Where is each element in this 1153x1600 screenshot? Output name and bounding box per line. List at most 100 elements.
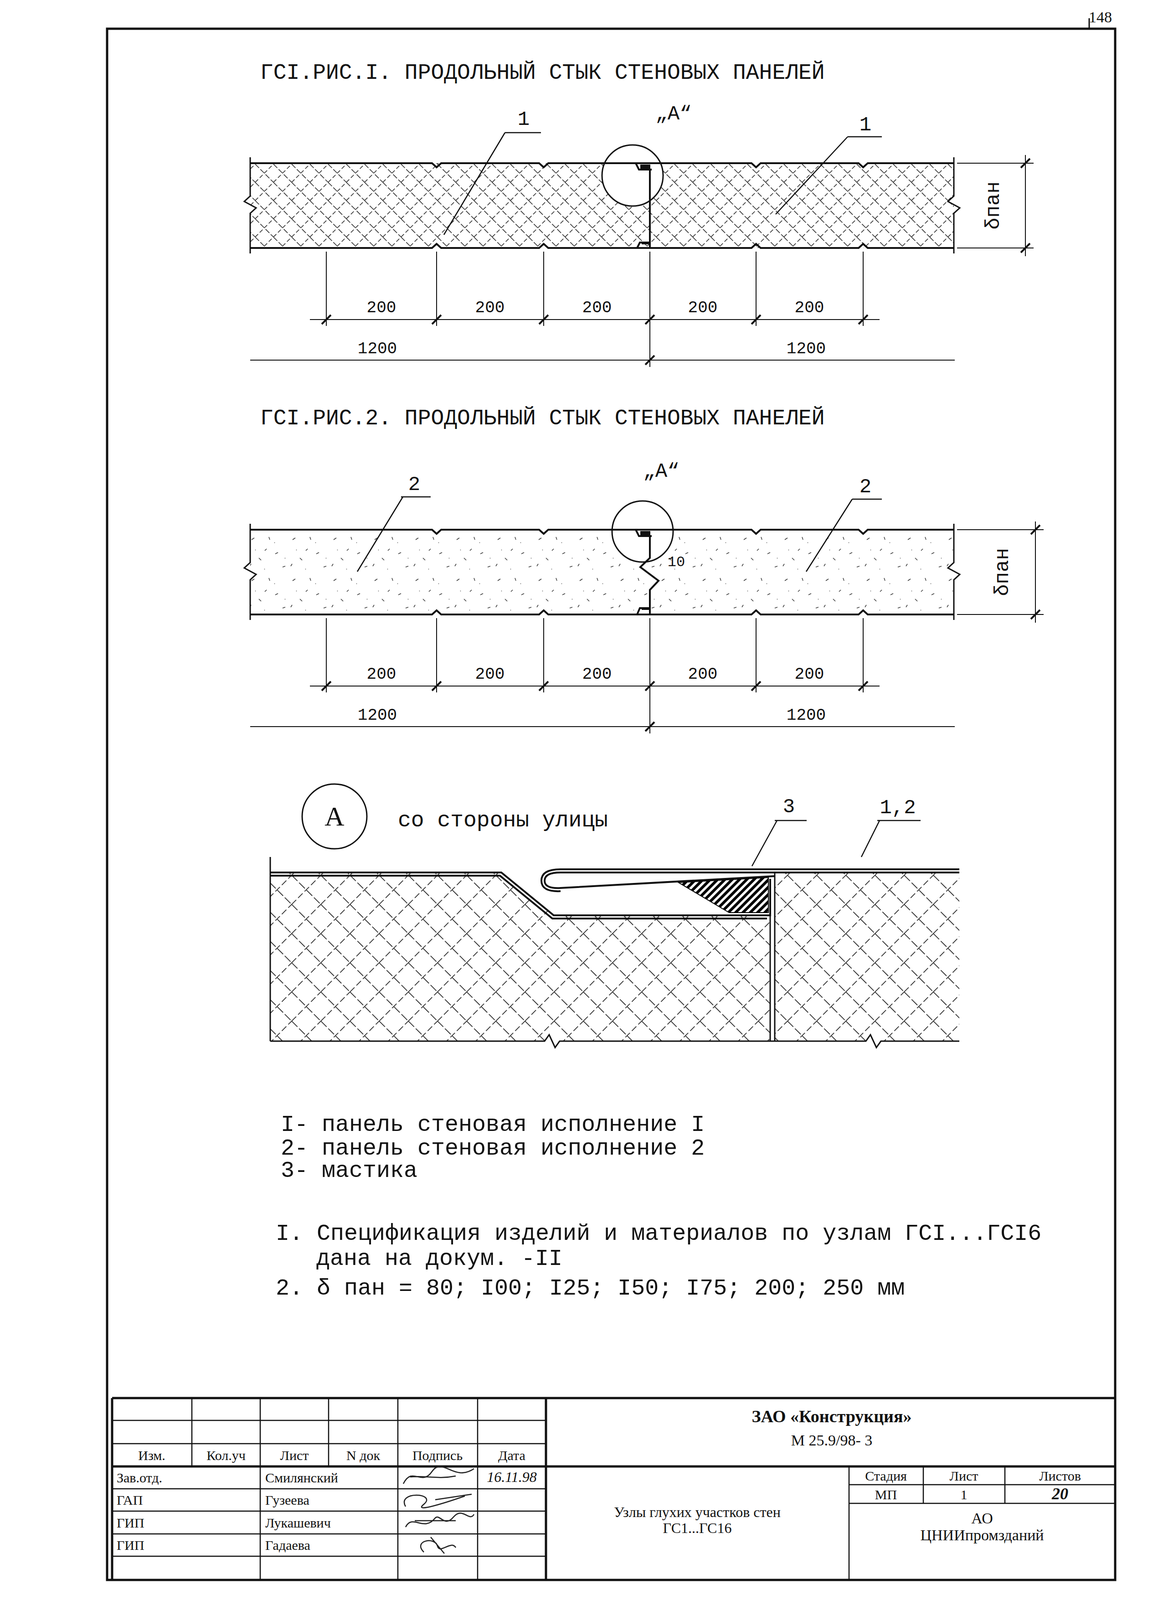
leader-line (357, 496, 882, 572)
callout-number: 2 (408, 473, 421, 496)
note-text: 2. δ пан = 80; I00; I25; I50; I75; 200; … (275, 1275, 905, 1301)
title-block-cell: ГАП (116, 1492, 143, 1508)
title-block-cell: Изм. (138, 1447, 166, 1463)
dimension-tick (321, 681, 868, 731)
dimension-tick (321, 314, 868, 365)
panel-joint (770, 872, 775, 1041)
dimension-value: 10 (667, 554, 685, 571)
thickness-dimension: δпан (991, 547, 1014, 597)
leader-line (751, 820, 921, 866)
sheet-title: Узлы глухих участков стен ГС1...ГС16 (601, 1503, 793, 1536)
signature (420, 1536, 456, 1554)
callout-number: 3 (782, 795, 795, 818)
detail-marker-circle (302, 783, 367, 849)
title-block-cell: 20 (1051, 1484, 1069, 1504)
legend-line: 3- мастика (280, 1158, 418, 1184)
panel-skin (250, 529, 954, 615)
signature (404, 1493, 472, 1508)
dimension-value: 200 (688, 298, 718, 318)
note-text: I. Спецификация изделий и материалов по … (275, 1220, 1092, 1272)
title-block-cell: Лист (949, 1467, 979, 1483)
panel-insulation (270, 872, 771, 1041)
dimension-line (957, 521, 1044, 623)
organisation-name: АО ЦНИИпромзданий (920, 1509, 1044, 1544)
callout-number: 2 (859, 475, 872, 498)
dimension-value: 1200 (357, 339, 397, 359)
figure-2 (244, 496, 1044, 734)
thickness-dimension: δпан (982, 181, 1005, 230)
title-block-cell: ГИП (116, 1537, 145, 1553)
dimension-tick (1030, 525, 1040, 619)
detail-callout: „А“ (643, 460, 680, 483)
callout-number: 1 (859, 113, 872, 136)
dimension-value: 200 (366, 298, 397, 318)
organisation-name: ЗАО «Конструкция» (751, 1406, 912, 1426)
dimension-value: 1200 (357, 706, 397, 725)
detail-marker: А (300, 782, 369, 850)
figure-title: ГСI.РИС.2. ПРОДОЛЬНЫЙ СТЫК СТЕНОВЫХ ПАНЕ… (260, 406, 825, 431)
panel-joint (635, 529, 659, 615)
dimension-value: 1200 (786, 339, 826, 359)
title-block-cell: Стадия (864, 1467, 907, 1483)
dimension-value: 200 (475, 665, 505, 684)
title-block-cell: 16.11.98 (486, 1468, 537, 1485)
dimension-line (250, 617, 955, 734)
dimension-value: 200 (582, 665, 613, 684)
title-block-cell: Лист (280, 1447, 309, 1463)
title-block-cell: N док (346, 1447, 381, 1463)
figure-title: ГСI.РИС.I. ПРОДОЛЬНЫЙ СТЫК СТЕНОВЫХ ПАНЕ… (260, 61, 825, 86)
dimension-value: 1200 (786, 706, 826, 725)
title-block-frame (112, 1397, 1116, 1580)
title-block-cell: Гадаева (265, 1537, 311, 1553)
panel-insulation (774, 872, 960, 1041)
detail-callout-ground (612, 500, 674, 562)
title-block-cell: 1 (960, 1486, 968, 1502)
title-block-cell: Смилянский (265, 1469, 339, 1485)
dimension-value: 200 (366, 665, 397, 684)
callout-number: 1 (517, 108, 530, 131)
title-block-cell: МП (875, 1486, 897, 1502)
title-block-cell: Подпись (412, 1447, 463, 1463)
detail-caption: со стороны улицы (397, 808, 608, 833)
detail-callout: „А“ (655, 102, 692, 125)
detail-callout-circle (602, 144, 664, 206)
title-block-cell: Гузеева (265, 1492, 310, 1508)
title-block-cell: Листов (1039, 1467, 1081, 1483)
mastic (678, 877, 769, 913)
joint-lock (640, 530, 651, 536)
title-block-cell: Дата (498, 1447, 526, 1463)
signature (403, 1466, 474, 1484)
title-block-cell: ГИП (116, 1514, 145, 1530)
detail-callout-circle (612, 500, 674, 562)
page-number: 148 (1088, 8, 1112, 26)
dimension-value: 200 (794, 298, 825, 318)
signature (405, 1512, 474, 1527)
title-block-grid (112, 1397, 1116, 1580)
dimension-line (250, 251, 955, 367)
title-block-cell: Зав.отд. (116, 1469, 163, 1485)
legend-line: 2- панель стеновая исполнение 2 (280, 1135, 705, 1161)
leader-line (443, 132, 882, 235)
legend-line: I- панель стеновая исполнение I (280, 1111, 705, 1138)
dimension-line (957, 154, 1034, 257)
panel-skin (541, 869, 960, 891)
joint-lock (640, 164, 651, 169)
title-block-cell: Кол.уч (206, 1447, 246, 1463)
dimension-tick (1020, 158, 1030, 253)
dimension-value: 200 (688, 665, 718, 684)
break-line (270, 856, 960, 1048)
panel-skin (270, 872, 771, 919)
panel-insulation (250, 529, 954, 615)
dimension-value: 200 (582, 298, 613, 318)
dimension-value: 200 (475, 298, 505, 318)
callout-number: 1,2 (879, 796, 916, 819)
sheet-frame (107, 28, 1116, 1580)
dimension-value: 200 (794, 665, 825, 684)
detail-callout-ground (602, 144, 664, 206)
detail-letter: А (324, 801, 345, 832)
title-block-cell: Лукашевич (265, 1514, 331, 1530)
document-code: М 25.9/98- 3 (791, 1431, 873, 1449)
